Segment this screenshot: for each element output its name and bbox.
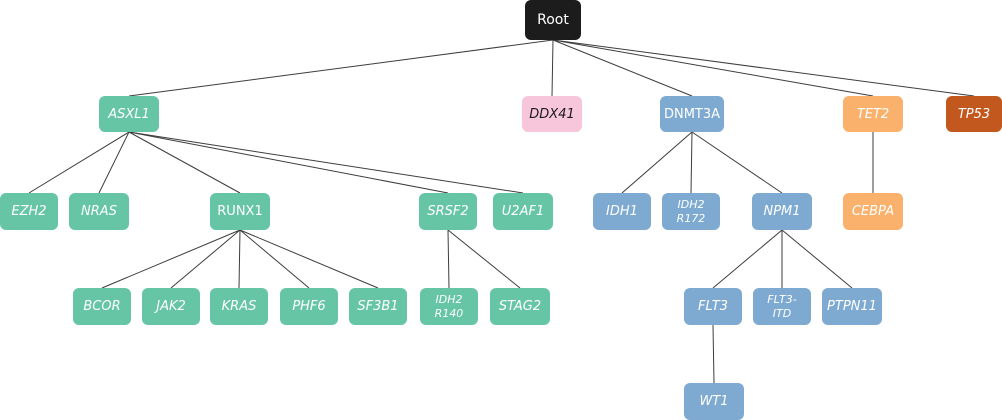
node-idh1: IDH1: [593, 193, 651, 230]
edge-runx1-jak2: [170, 229, 241, 289]
node-npm1: NPM1: [752, 193, 812, 230]
edge-asxl1-nras: [98, 131, 130, 194]
edge-asxl1-runx1: [128, 131, 241, 194]
node-idh2-r172: IDH2 R172: [662, 193, 720, 230]
edge-asxl1-u2af1: [128, 131, 524, 194]
node-idh2-r140: IDH2 R140: [420, 288, 478, 325]
edge-srsf2-idh2_r140: [447, 229, 450, 289]
node-flt3-itd: FLT3- ITD: [753, 288, 811, 325]
edge-dnmt3a-npm1: [691, 131, 783, 194]
node-flt3: FLT3: [684, 288, 742, 325]
node-bcor: BCOR: [73, 288, 131, 325]
edge-srsf2-stag2: [447, 229, 521, 289]
node-phf6: PHF6: [280, 288, 338, 325]
node-tet2: TET2: [843, 96, 903, 132]
node-u2af1: U2AF1: [493, 193, 553, 230]
node-jak2: JAK2: [142, 288, 200, 325]
node-nras: NRAS: [69, 193, 129, 230]
node-srsf2: SRSF2: [419, 193, 477, 230]
node-dnmt3a: DNMT3A: [660, 96, 724, 132]
node-ezh2: EZH2: [0, 193, 58, 230]
edge-root-dnmt3a: [552, 39, 693, 97]
node-kras: KRAS: [210, 288, 268, 325]
edge-root-tet2: [552, 39, 874, 97]
edge-runx1-kras: [238, 229, 241, 289]
node-ddx41: DDX41: [522, 96, 582, 132]
node-wt1: WT1: [684, 383, 744, 420]
edge-npm1-flt3: [712, 229, 783, 289]
edge-root-ddx41: [551, 39, 554, 97]
edge-asxl1-srsf2: [128, 131, 449, 194]
node-sf3b1: SF3B1: [349, 288, 407, 325]
edge-root-asxl1: [128, 39, 554, 97]
edge-dnmt3a-idh2_r172: [690, 131, 693, 194]
edge-runx1-bcor: [101, 229, 241, 289]
node-root: Root: [525, 0, 581, 40]
edge-dnmt3a-idh1: [621, 131, 693, 194]
node-ptpn11: PTPN11: [822, 288, 882, 325]
edge-root-tp53: [552, 39, 975, 97]
edge-runx1-phf6: [239, 229, 310, 289]
node-stag2: STAG2: [490, 288, 550, 325]
node-asxl1: ASXL1: [99, 96, 159, 132]
node-runx1: RUNX1: [210, 193, 270, 230]
edge-npm1-ptpn11: [781, 229, 853, 289]
node-tp53: TP53: [946, 96, 1002, 132]
edge-runx1-sf3b1: [239, 229, 379, 289]
edge-flt3-wt1: [712, 324, 715, 384]
edge-asxl1-ezh2: [28, 131, 130, 194]
node-cebpa: CEBPA: [843, 193, 903, 230]
